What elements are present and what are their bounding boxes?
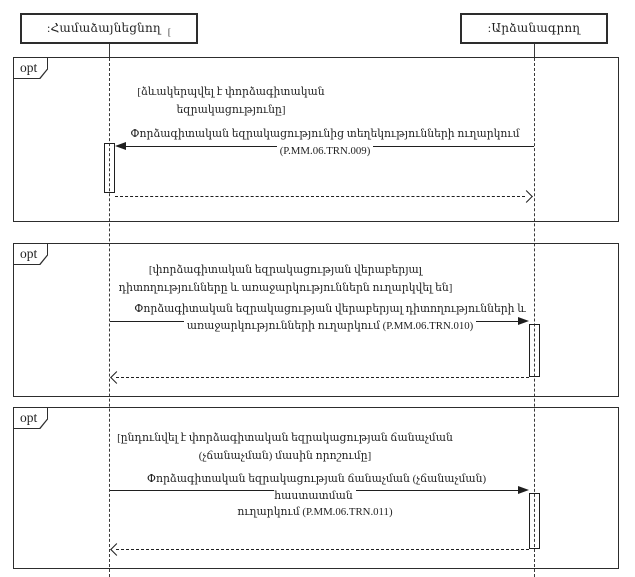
return-arrow-2 [116, 377, 529, 378]
opt-operator-label: opt [14, 244, 47, 264]
message-label-2: Փորձագիտական եզրակացության վերաբերյալ դի… [120, 301, 540, 334]
return-arrow-3 [116, 549, 529, 550]
actor-box-registrar: :Արձանագրող [460, 13, 608, 44]
opt-operator-tab: opt [13, 243, 48, 265]
lifeline-registrar-head-segment [534, 43, 535, 58]
opt-operator-label: opt [14, 58, 47, 78]
return-arrow-1 [115, 196, 525, 197]
filled-arrowhead-icon [115, 142, 126, 150]
filled-arrowhead-icon [518, 486, 529, 494]
guard-condition-2: [փորձագիտական եզրակացության վերաբերյալ դ… [118, 264, 453, 294]
lifeline-registrar [534, 58, 535, 577]
actor-label-coordinator: :Համաձայնեցնող [46, 21, 161, 35]
lifeline-coordinator-head-segment [109, 43, 110, 58]
opt-operator-tab: opt [13, 407, 48, 429]
activation-bar-registrar [529, 324, 540, 377]
actor-label-registrar: :Արձանագրող [487, 21, 581, 35]
lifeline-coordinator [109, 58, 110, 577]
opt-fragment-3: opt [13, 407, 619, 569]
message-label-3: Փորձագիտական եզրակացության ճանաչման (չճա… [110, 471, 520, 521]
opt-operator-label: opt [14, 408, 47, 428]
filled-arrowhead-icon [518, 317, 529, 325]
opt-fragment-1: opt [13, 57, 619, 222]
guard-condition-3: [ընդունվել է փորձագիտական եզրակացության … [117, 432, 453, 462]
activation-bar-coordinator [104, 143, 115, 193]
guard-condition-1: [ձևակերպվել է փորձագիտական եզրակացությու… [137, 86, 325, 116]
actor-suffix-mark: [ [167, 26, 172, 37]
opt-fragment-2: opt [13, 243, 619, 397]
message-label-1: Փորձագիտական եզրակացությունից տեղեկությո… [125, 126, 525, 159]
activation-bar-registrar [529, 493, 540, 549]
actor-box-coordinator: :Համաձայնեցնող [ [20, 13, 198, 44]
opt-operator-tab: opt [13, 57, 48, 79]
